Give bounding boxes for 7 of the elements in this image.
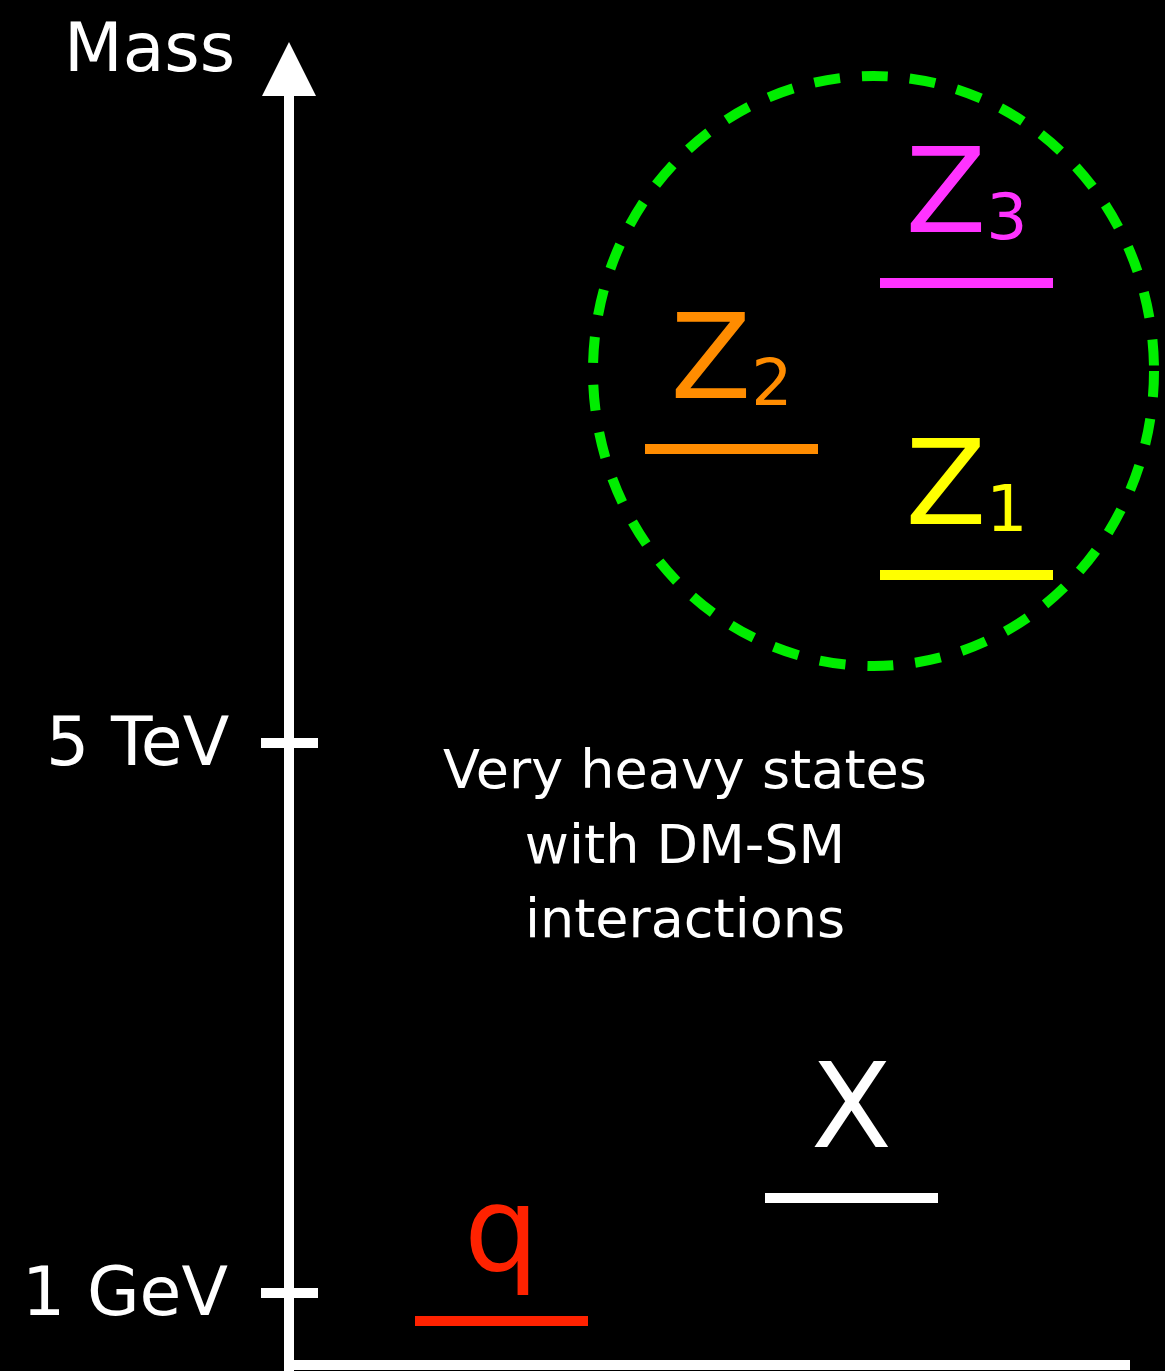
tick-label: 5 TeV	[46, 708, 230, 776]
axis-label: Mass	[64, 14, 236, 82]
energy-level: X	[765, 1040, 938, 1203]
energy-level: q	[415, 1170, 588, 1326]
tick-label: 1 GeV	[22, 1258, 228, 1326]
dashed-circle	[587, 70, 1160, 672]
annotation-text: Very heavy states with DM-SM interactions	[442, 737, 928, 953]
